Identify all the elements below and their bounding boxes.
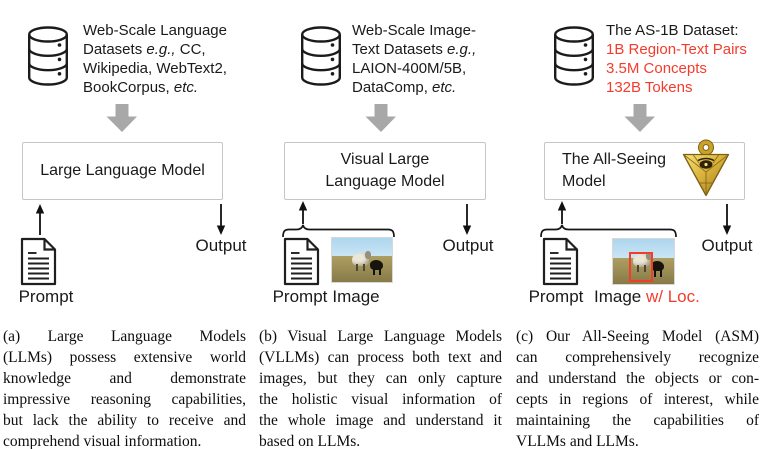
- prompt-document-icon: [20, 237, 57, 286]
- caption-c: (c) Our All-Seeing Model (ASM)can compre…: [516, 328, 759, 449]
- block-arrow-down-icon: [106, 104, 138, 132]
- image-with-loc-label: Image w/ Loc.: [594, 287, 700, 307]
- output-label: Output: [701, 236, 753, 255]
- prompt-document-icon: [283, 237, 320, 286]
- output-label: Output: [195, 236, 247, 255]
- prompt-label: Prompt: [272, 287, 328, 306]
- millennium-puzzle-icon: [681, 139, 731, 197]
- sheep-leg: [644, 265, 646, 272]
- lamb-leg: [660, 270, 662, 277]
- grouping-brace-icon: [540, 224, 677, 237]
- region-bounding-box: [629, 252, 653, 282]
- arrow-up-icon: [296, 201, 310, 225]
- dataset-description-b: Web-Scale Image-Text Datasets e.g.,LAION…: [352, 22, 477, 96]
- lamb-leg: [379, 268, 381, 275]
- database-icon: [26, 25, 70, 87]
- white-sheep: [352, 253, 369, 266]
- white-sheep-head: [646, 252, 652, 260]
- arrow-up-icon: [33, 204, 47, 236]
- image-label: Image: [332, 287, 380, 306]
- database-icon: [299, 25, 343, 87]
- grouping-brace-icon: [282, 224, 395, 237]
- prompt-document-icon: [542, 237, 579, 286]
- sheep-photo: [331, 237, 393, 283]
- photo-sky: [332, 238, 392, 257]
- lamb-leg: [654, 270, 656, 277]
- sheep-photo-with-region: [612, 238, 675, 285]
- prompt-label: Prompt: [528, 287, 584, 306]
- white-sheep-head: [365, 251, 371, 259]
- arrow-down-icon: [460, 204, 474, 235]
- caption-a: (a) Large Language Models(LLMs) possess …: [3, 328, 246, 449]
- image-label: Image: [594, 287, 642, 306]
- sheep-leg: [363, 264, 365, 271]
- lamb-leg: [373, 268, 375, 275]
- arrow-down-icon: [720, 204, 734, 235]
- database-icon: [552, 25, 596, 87]
- white-sheep: [633, 254, 650, 267]
- output-label: Output: [442, 236, 494, 255]
- sheep-leg: [637, 265, 639, 272]
- caption-b: (b) Visual Large Language Models(VLLMs) …: [259, 328, 502, 449]
- block-arrow-down-icon: [624, 104, 656, 132]
- model-box-llm: Large Language Model: [22, 142, 223, 200]
- loc-label: w/ Loc.: [645, 287, 700, 306]
- arrow-down-icon: [214, 204, 228, 235]
- prompt-label: Prompt: [18, 287, 74, 306]
- photo-sky: [613, 239, 674, 258]
- black-lamb: [370, 260, 383, 270]
- black-lamb: [651, 261, 664, 271]
- sheep-leg: [356, 264, 358, 271]
- block-arrow-down-icon: [365, 104, 397, 132]
- arrow-up-icon: [555, 201, 569, 225]
